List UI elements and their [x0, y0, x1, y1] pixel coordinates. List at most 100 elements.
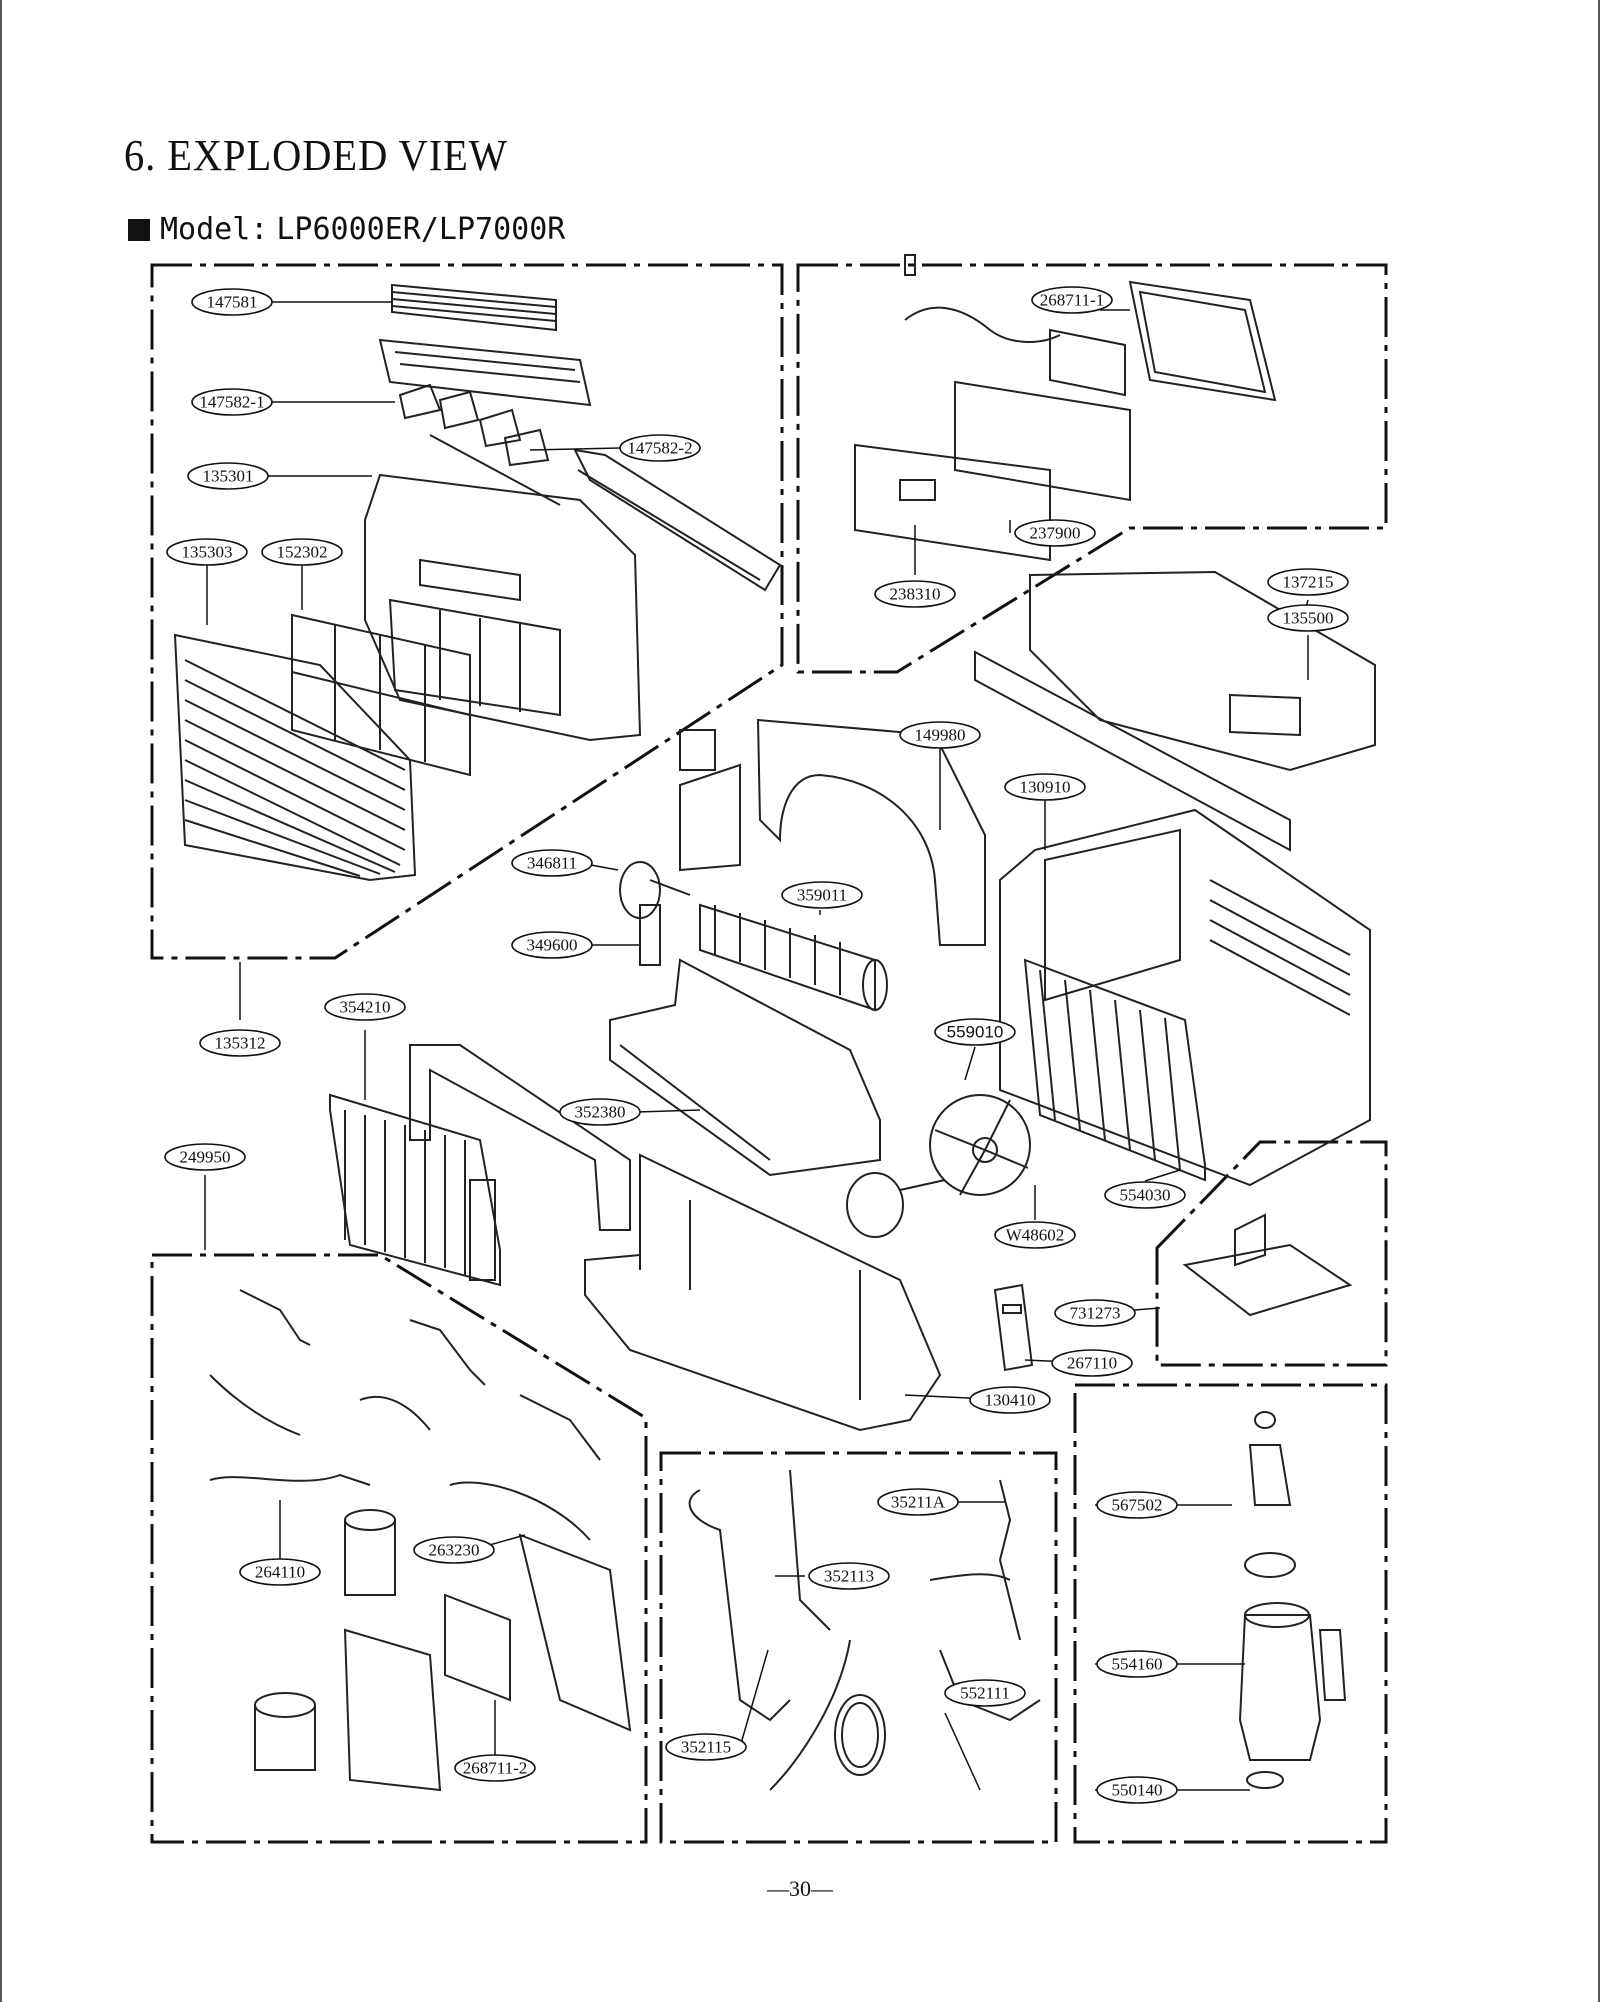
part-number: 237900 [1030, 524, 1081, 543]
outdoor-coil-part [1023, 958, 1206, 1182]
part-label-352115 [665, 1733, 747, 1761]
part-label-135500 [1267, 604, 1349, 632]
part-number: 149980 [915, 726, 966, 745]
part-label-354210 [324, 993, 406, 1021]
part-label-35211A [877, 1488, 959, 1516]
part-number: 238310 [890, 585, 941, 604]
part-label-135312 [199, 1029, 281, 1057]
part-number: W48602 [1006, 1226, 1065, 1245]
compressor-parts [1238, 1411, 1347, 1789]
part-label-552111 [944, 1679, 1026, 1707]
part-label-249950 [164, 1143, 246, 1171]
page-number: —30— [767, 1876, 833, 1901]
base-pan-part [584, 1153, 942, 1432]
part-label-135303 [166, 538, 248, 566]
part-number: 152302 [277, 543, 328, 562]
part-number: 354210 [340, 998, 391, 1017]
part-number: 35211A [891, 1493, 946, 1512]
part-number: 550140 [1112, 1781, 1163, 1800]
part-label-147581 [191, 288, 273, 316]
control-parts [854, 254, 1277, 562]
part-number: 130410 [985, 1391, 1036, 1410]
part-number: 552111 [960, 1684, 1010, 1703]
part-number: 731273 [1070, 1304, 1121, 1323]
outdoor-fan-part [929, 1094, 1031, 1196]
part-number: 135303 [182, 543, 233, 562]
group-frame-compressor [1073, 1383, 1388, 1844]
model-line: Model: LP6000ER/LP7000R [128, 212, 565, 247]
model-prefix: Model: [160, 212, 269, 247]
base-bracket-part [1182, 1213, 1353, 1317]
fan-motor-part [846, 1172, 946, 1238]
part-label-152302 [261, 538, 343, 566]
part-number: 135312 [215, 1034, 266, 1053]
part-label-147582-2 [619, 434, 701, 462]
part-number: 349600 [527, 936, 578, 955]
part-label-237900 [1014, 519, 1096, 547]
part-label-352113 [808, 1562, 890, 1590]
drain-pan-part [609, 958, 881, 1177]
page-left-border [0, 0, 2, 2002]
part-label-130910 [1004, 773, 1086, 801]
page-title: 6. EXPLODED VIEW [124, 131, 508, 180]
part-number: 264110 [255, 1563, 305, 1582]
part-number: 135500 [1283, 609, 1334, 628]
part-label-149980 [899, 721, 981, 749]
part-number: 559010 [947, 1023, 1004, 1042]
part-label-567502 [1096, 1491, 1178, 1519]
part-label-268711-1 [1031, 286, 1113, 314]
top-louver-part [378, 283, 592, 407]
part-label-559010 [934, 1018, 1016, 1046]
front-cabinet-part [364, 473, 642, 742]
part-number: 263230 [429, 1541, 480, 1560]
air-filter-part [291, 613, 471, 777]
part-number: 130910 [1020, 778, 1071, 797]
part-label-346811 [511, 849, 593, 877]
part-number: 352380 [575, 1103, 626, 1122]
part-number: 137215 [1283, 573, 1334, 592]
part-number: 554160 [1112, 1655, 1163, 1674]
part-label-264110 [239, 1558, 321, 1586]
part-number: 267110 [1067, 1354, 1117, 1373]
page-right-border [1598, 0, 1600, 2002]
part-label-349600 [511, 931, 593, 959]
group-frame-front-grille [150, 263, 784, 960]
part-label-135301 [187, 462, 269, 490]
group-frame-control [796, 263, 1388, 674]
side-bracket-part [573, 448, 782, 592]
part-number: 268711-2 [463, 1759, 528, 1778]
part-label-W48602 [994, 1221, 1076, 1249]
part-number: 147582-1 [199, 393, 264, 412]
electrical-parts [209, 1289, 632, 1792]
model-value: LP6000ER/LP7000R [276, 212, 566, 247]
part-number: 147582-2 [627, 439, 692, 458]
part-label-352380 [559, 1098, 641, 1126]
part-number: 359011 [797, 886, 847, 905]
part-label-267110 [1051, 1349, 1133, 1377]
part-label-263230 [413, 1536, 495, 1564]
vane-parts [398, 383, 561, 506]
top-cover-part [974, 570, 1376, 852]
square-bullet-icon [128, 218, 150, 241]
part-label-554030 [1104, 1181, 1186, 1209]
part-label-731273 [1054, 1299, 1136, 1327]
part-number: 554030 [1120, 1186, 1171, 1205]
part-number: 249950 [180, 1148, 231, 1167]
indoor-coil-part [329, 1093, 501, 1287]
part-label-137215 [1267, 568, 1349, 596]
part-label-550140 [1096, 1776, 1178, 1804]
part-number: 147581 [207, 293, 258, 312]
group-frame-base [1155, 1140, 1388, 1367]
part-label-130410 [969, 1386, 1051, 1414]
part-label-268711-2 [454, 1754, 536, 1782]
part-number: 268711-1 [1040, 291, 1105, 310]
part-number: 352113 [824, 1567, 874, 1586]
part-number: 352115 [681, 1738, 731, 1757]
part-number: 346811 [527, 854, 577, 873]
rear-bracket-part [409, 1044, 631, 1231]
part-label-554160 [1096, 1650, 1178, 1678]
part-number: 567502 [1112, 1496, 1163, 1515]
group-frame-electrical [150, 1253, 648, 1844]
part-label-238310 [874, 580, 956, 608]
